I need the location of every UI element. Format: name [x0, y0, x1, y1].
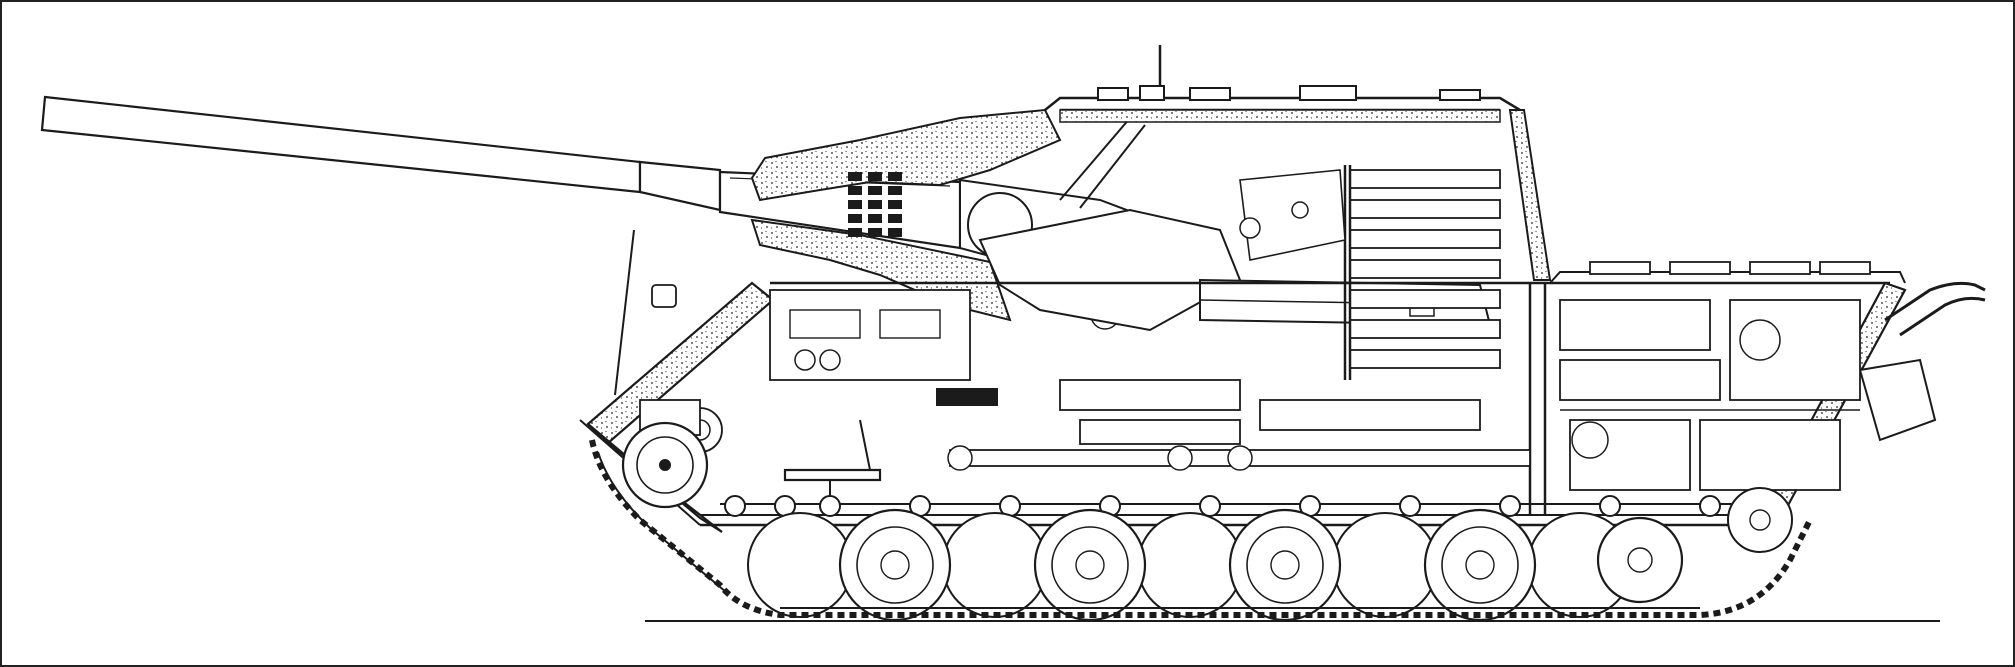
- drive-sprocket: [621, 421, 709, 509]
- road-wheels: [720, 495, 1780, 622]
- hull: [579, 229, 1986, 533]
- casemate-superstructure: [1044, 45, 1552, 380]
- track: [589, 439, 1813, 618]
- idler-wheel: [1727, 487, 1793, 553]
